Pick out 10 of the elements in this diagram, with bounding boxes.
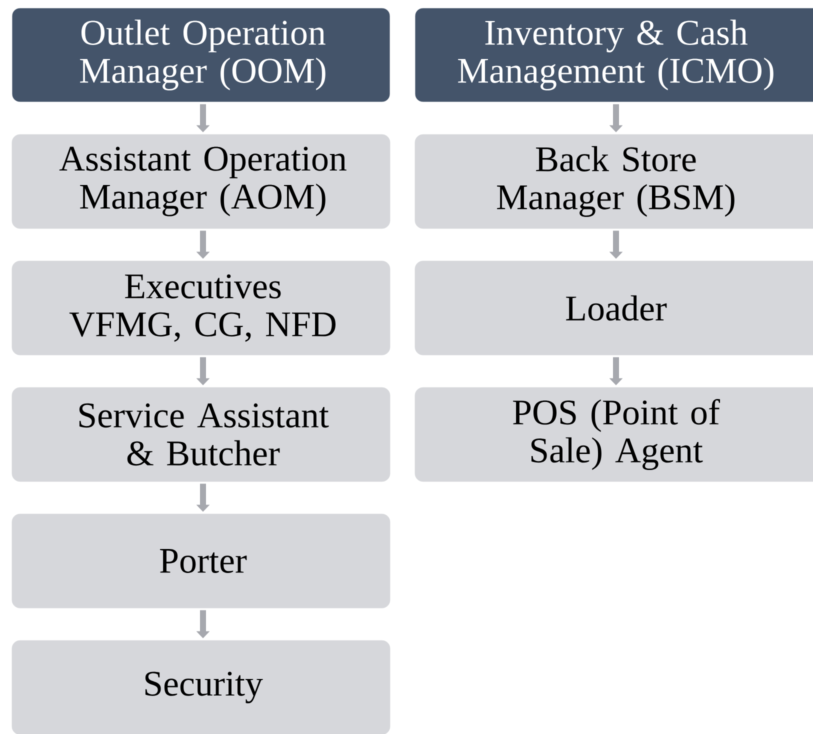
role-box: Security — [12, 640, 390, 734]
role-box: Assistant Operation Manager (AOM) — [12, 134, 390, 229]
role-box: POS (Point of Sale) Agent — [414, 387, 813, 482]
role-box: Service Assistant & Butcher — [12, 387, 390, 482]
role-box: Executives VFMG, CG, NFD — [12, 260, 390, 356]
header-box: Inventory & Cash Management (ICMO) — [414, 8, 813, 102]
header-box: Outlet Operation Manager (OOM) — [12, 8, 390, 102]
role-box: Back Store Manager (BSM) — [414, 134, 813, 229]
role-box: Loader — [414, 260, 813, 356]
role-box: Porter — [12, 514, 390, 608]
